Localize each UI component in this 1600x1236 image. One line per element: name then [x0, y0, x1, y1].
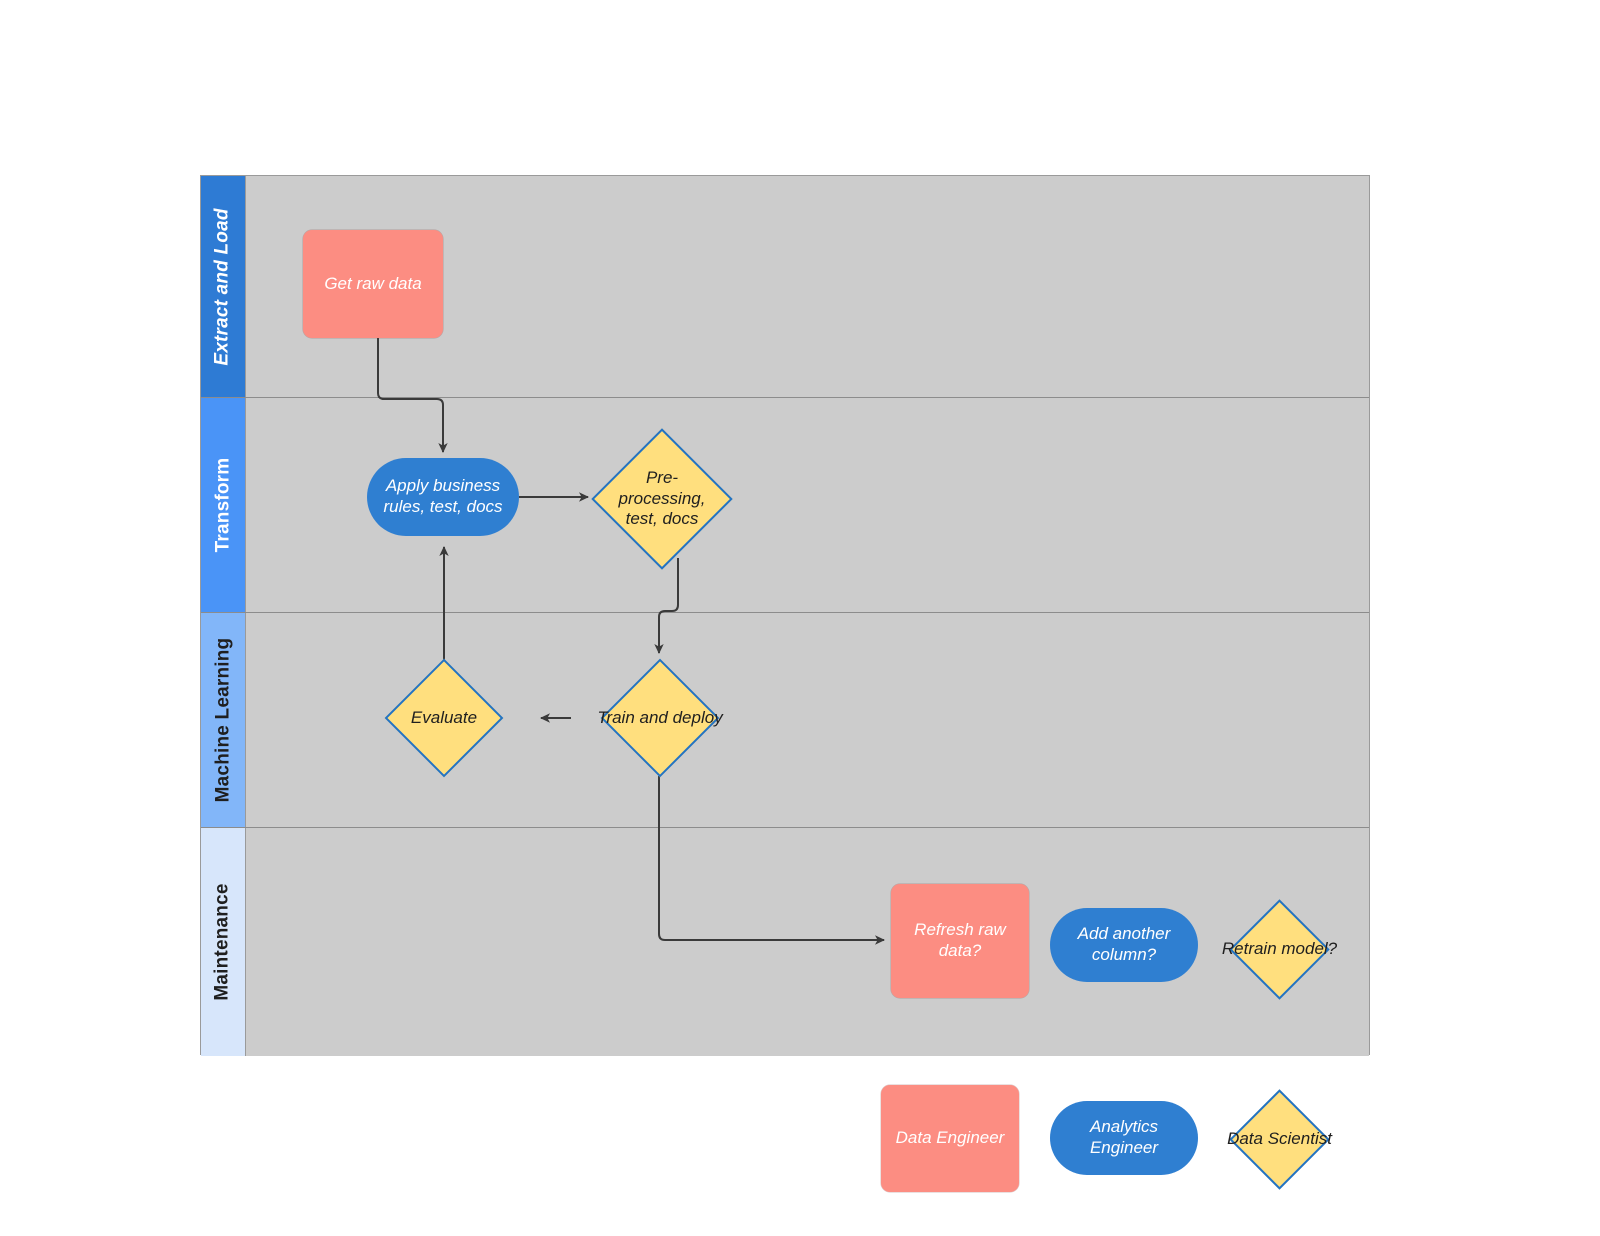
- lane-label-extract-and-load: Extract and Load: [212, 207, 233, 366]
- node-label-add-another-column: Add another column?: [1077, 924, 1171, 964]
- legend-label-analytics-engineer: Analytics Engineer: [1089, 1117, 1159, 1157]
- legend-label-data-scientist: Data Scientist: [1227, 1129, 1332, 1149]
- lane-machine-learning: Machine Learning: [201, 613, 1369, 828]
- node-label-apply-business-rules: Apply business rules, test, docs: [383, 476, 503, 516]
- node-label-retrain-model: Retrain model?: [1221, 939, 1338, 959]
- lane-header-maintenance[interactable]: Maintenance: [201, 828, 246, 1056]
- node-label-train-and-deploy: Train and deploy: [597, 707, 723, 727]
- lane-header-machine-learning[interactable]: Machine Learning: [201, 613, 246, 827]
- node-pre-processing[interactable]: Pre-processing, test, docs: [591, 428, 733, 570]
- node-label-evaluate: Evaluate: [410, 707, 478, 727]
- lane-label-maintenance: Maintenance: [212, 883, 234, 1001]
- node-get-raw-data[interactable]: Get raw data: [303, 230, 443, 338]
- lane-label-transform: Transform: [212, 457, 233, 553]
- legend-item-data-engineer[interactable]: Data Engineer: [881, 1085, 1019, 1192]
- node-label-get-raw-data: Get raw data: [324, 273, 422, 293]
- legend-item-analytics-engineer[interactable]: Analytics Engineer: [1050, 1101, 1198, 1175]
- legend-label-data-engineer: Data Engineer: [895, 1128, 1005, 1148]
- lane-header-extract-and-load[interactable]: Extract and Load: [201, 176, 246, 397]
- node-apply-business-rules[interactable]: Apply business rules, test, docs: [367, 458, 519, 536]
- node-retrain-model[interactable]: Retrain model?: [1222, 899, 1337, 1000]
- node-evaluate[interactable]: Evaluate: [384, 658, 504, 778]
- node-add-another-column[interactable]: Add another column?: [1050, 908, 1198, 982]
- lane-header-transform[interactable]: Transform: [201, 398, 246, 612]
- node-train-and-deploy[interactable]: Train and deploy: [597, 658, 723, 778]
- lane-label-machine-learning: Machine Learning: [212, 637, 234, 803]
- legend-item-data-scientist[interactable]: Data Scientist: [1227, 1089, 1332, 1190]
- node-label-pre-processing: Pre-processing, test, docs: [618, 467, 706, 529]
- node-label-refresh-raw-data: Refresh raw data?: [914, 920, 1006, 960]
- node-refresh-raw-data[interactable]: Refresh raw data?: [891, 884, 1029, 998]
